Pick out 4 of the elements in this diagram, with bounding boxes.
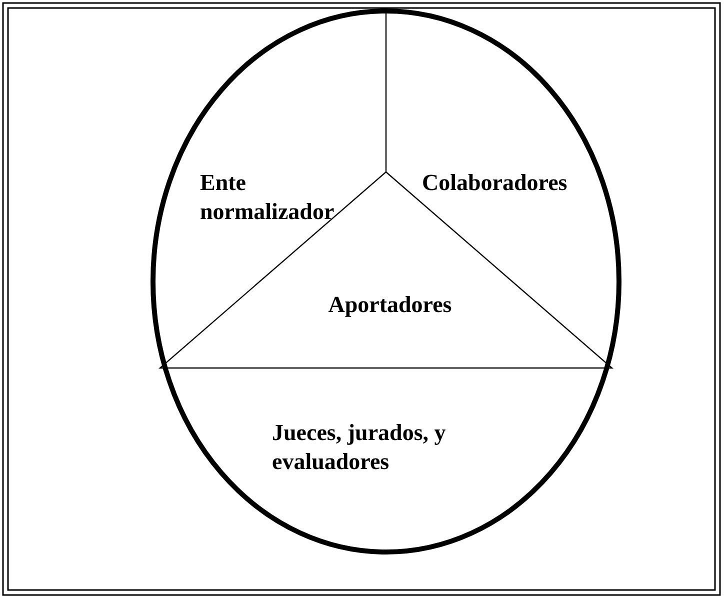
region-label: Ente normalizador bbox=[200, 169, 336, 226]
region-label: Colaboradores bbox=[422, 169, 568, 197]
region-label: Jueces, jurados, y evaluadores bbox=[272, 419, 447, 476]
region-label: Aportadores bbox=[327, 291, 453, 319]
